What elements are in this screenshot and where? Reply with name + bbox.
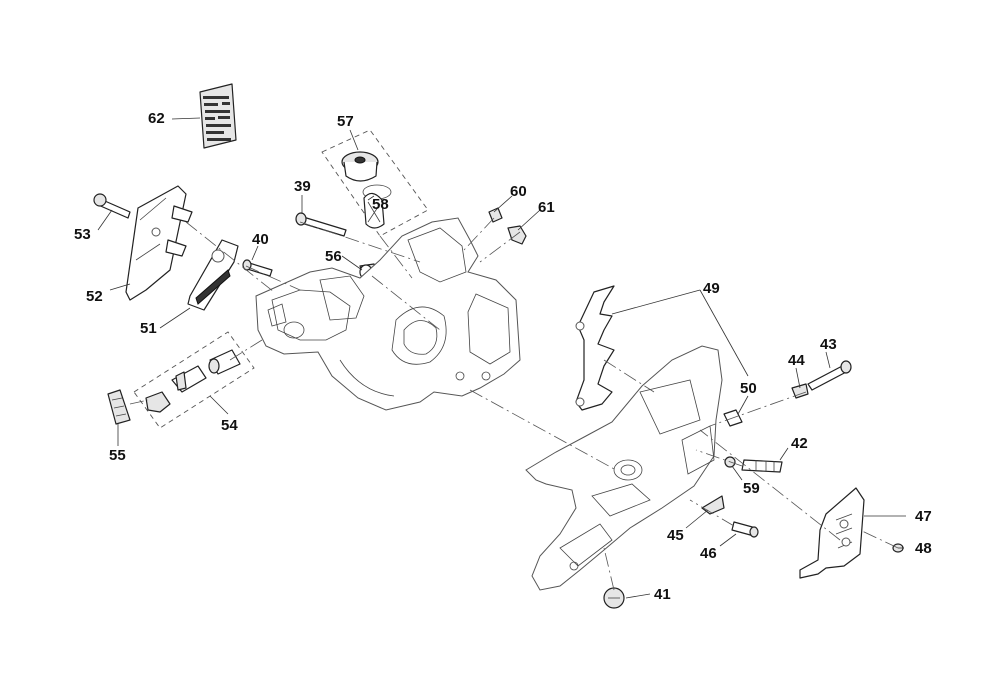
part-40-screw <box>242 259 273 277</box>
callout-43: 43 <box>820 336 837 353</box>
part-39-bolt <box>295 212 347 237</box>
callout-46: 46 <box>700 545 717 562</box>
callout-47: 47 <box>915 508 932 525</box>
callout-54: 54 <box>221 417 238 434</box>
part-47-guide-plate <box>799 487 865 579</box>
part-41-plug <box>603 587 625 609</box>
part-62-label-sheet <box>199 83 237 149</box>
part-42-stud <box>741 459 783 473</box>
callout-49: 49 <box>703 280 720 297</box>
part-61-clip <box>507 225 527 245</box>
callout-52: 52 <box>86 288 103 305</box>
callout-56: 56 <box>325 248 342 265</box>
callout-53: 53 <box>74 226 91 243</box>
part-49-chain-catcher <box>575 285 615 411</box>
callout-57: 57 <box>337 113 354 130</box>
callout-40: 40 <box>252 231 269 248</box>
leader-lines <box>97 117 906 599</box>
part-51-filter <box>187 239 239 311</box>
clutch-side-housing <box>525 345 723 591</box>
callout-44: 44 <box>788 352 805 369</box>
part-57-58-cap-group <box>321 129 429 237</box>
part-43-screw <box>807 360 852 391</box>
callout-60: 60 <box>510 183 527 200</box>
callout-61: 61 <box>538 199 555 216</box>
part-46-screw <box>731 521 759 538</box>
part-55-plate <box>107 389 131 425</box>
callout-55: 55 <box>109 447 126 464</box>
part-54-connector-group <box>133 331 255 429</box>
callout-39: 39 <box>294 178 311 195</box>
callout-48: 48 <box>915 540 932 557</box>
callout-50: 50 <box>740 380 757 397</box>
part-60-clip <box>488 207 503 223</box>
callout-62: 62 <box>148 110 165 127</box>
assembly-axis-lines <box>129 217 899 591</box>
part-52-cover <box>125 185 193 301</box>
callout-41: 41 <box>654 586 671 603</box>
crankcase-housing <box>255 217 521 411</box>
part-53-screw <box>93 193 131 219</box>
callout-51: 51 <box>140 320 157 337</box>
callout-58: 58 <box>372 196 389 213</box>
part-45-bracket <box>701 495 725 515</box>
part-44-pin <box>791 383 809 399</box>
callout-45: 45 <box>667 527 684 544</box>
callout-42: 42 <box>791 435 808 452</box>
callout-59: 59 <box>743 480 760 497</box>
